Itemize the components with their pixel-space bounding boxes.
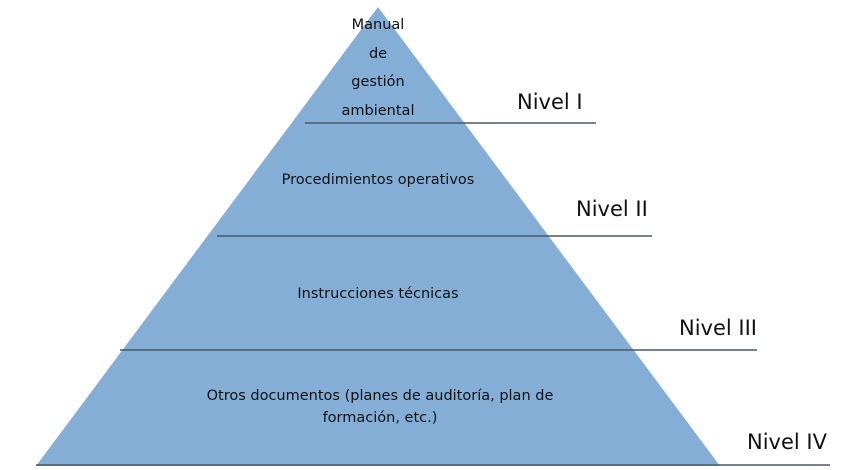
tier-2-label: Procedimientos operativos [281,172,475,188]
tier-1-line-1: Manual [351,17,405,33]
tier-4-label: Otros documentos (planes de auditoría, p… [160,385,600,429]
tier-1-line-4: ambiental [341,102,415,119]
tier-1-line-3: gestión [351,74,405,90]
tier-1-line-2: de [368,45,388,62]
tier-1-label: Manual de gestión ambiental [318,11,438,125]
tier-4-line-1: Otros documentos (planes de auditoría, p… [206,388,554,404]
level-1-label: Nivel I [517,90,583,114]
level-3-label: Nivel III [679,316,757,340]
tier-3-label: Instrucciones técnicas [297,286,459,302]
level-4-label: Nivel IV [747,430,827,454]
tier-4-line-2: formación, etc.) [322,410,438,426]
level-2-label: Nivel II [576,197,648,221]
